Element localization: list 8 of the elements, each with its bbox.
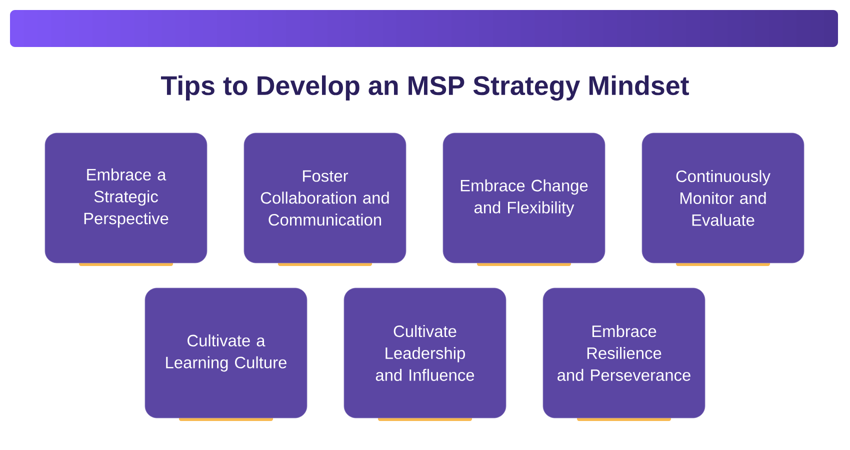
tip-card: Cultivate Leadership and Influence — [344, 288, 506, 421]
tip-card: Embrace Change and Flexibility — [442, 132, 606, 266]
tip-card: Cultivate a Learning Culture — [144, 288, 308, 421]
tip-card: Continuously Monitor and Evaluate — [642, 132, 804, 266]
tip-card: Embrace a Strategic Perspective — [44, 132, 208, 266]
title: Tips to Develop an MSP Strategy Mindset — [161, 75, 689, 101]
tip-card: Embrace Resilience and Perseverance — [542, 288, 706, 421]
tip-card: Foster Collaboration and Communication — [244, 132, 406, 266]
